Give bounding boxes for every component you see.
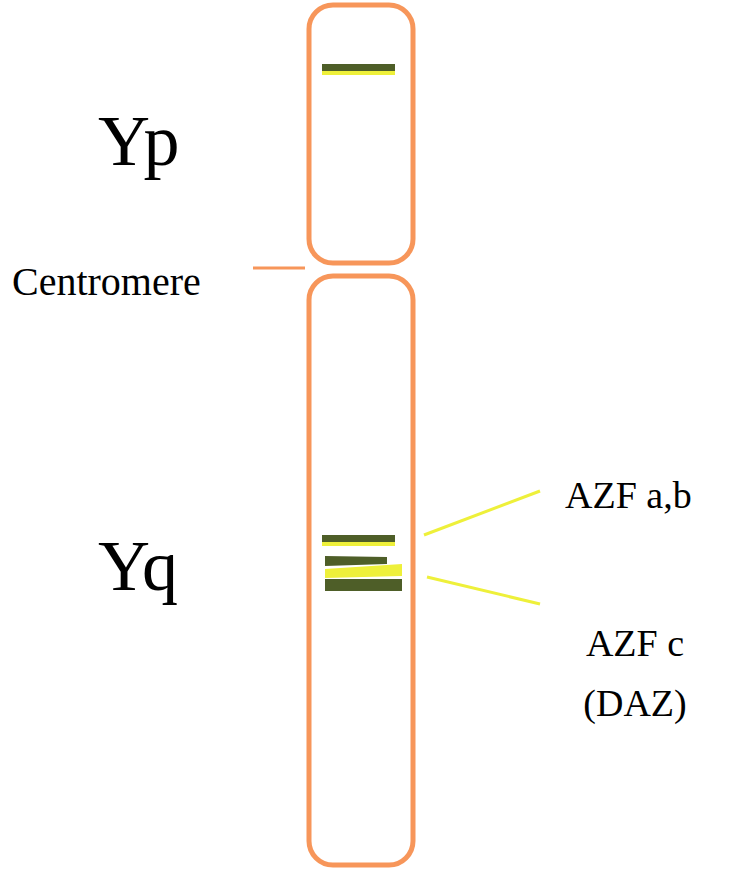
- region-label: AZF a,b: [565, 476, 692, 514]
- band: [322, 542, 395, 546]
- leader-line: [427, 577, 540, 604]
- band: [325, 556, 387, 566]
- arm-label: Yq: [98, 530, 178, 602]
- short-arm: [309, 5, 413, 263]
- centromere-label: Centromere: [12, 262, 201, 302]
- band: [322, 71, 395, 75]
- leader-line: [424, 491, 540, 535]
- band: [325, 564, 402, 578]
- band: [322, 535, 395, 542]
- region-label: AZF c (DAZ): [560, 613, 710, 733]
- long-arm: [309, 276, 413, 865]
- band: [325, 579, 402, 591]
- band: [322, 64, 395, 71]
- arm-label: Yp: [98, 105, 179, 177]
- leader-line: [253, 267, 305, 270]
